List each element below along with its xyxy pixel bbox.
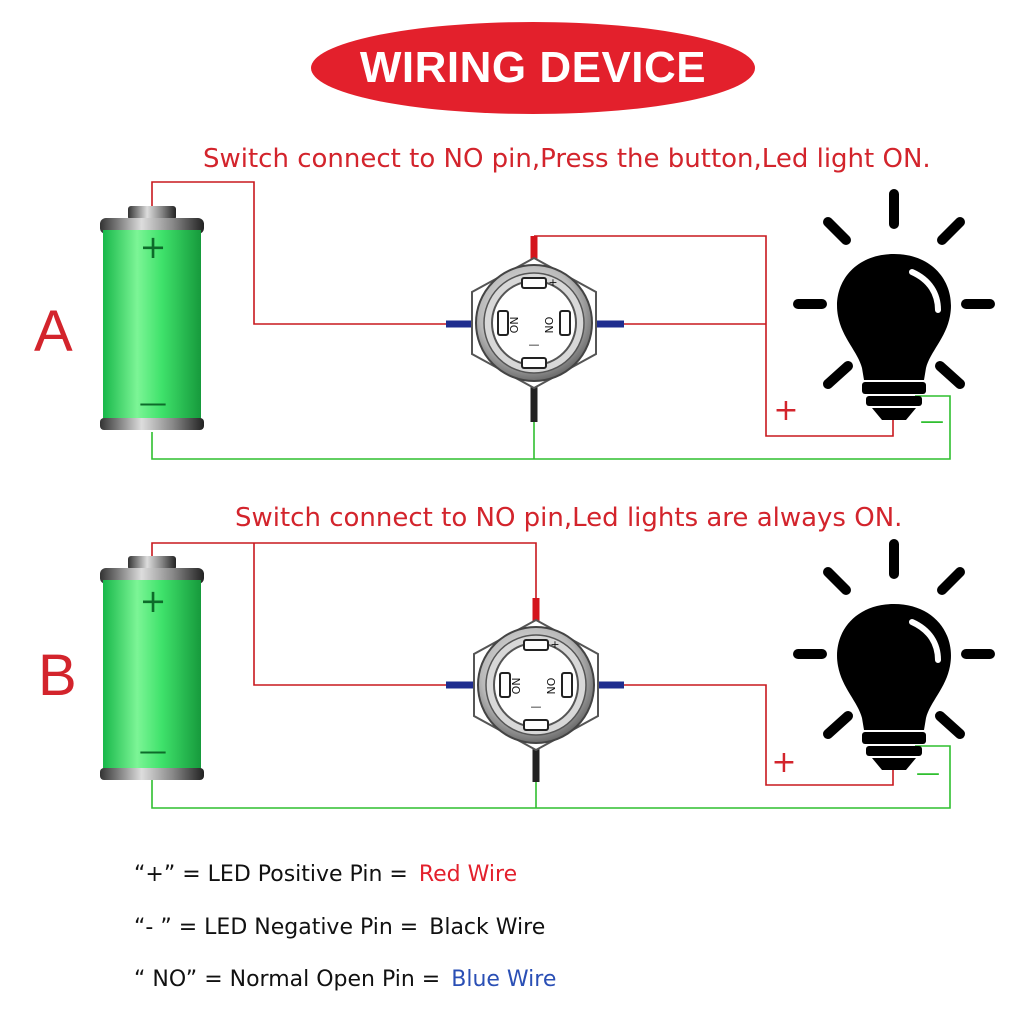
bulb-a-plus-mark: + [773, 393, 798, 428]
switch-a-icon [471, 257, 597, 389]
legend-negative-key: “- ” [134, 915, 172, 940]
switch-a-right-mark: NO [543, 316, 556, 333]
wire-battery-plus-a [151, 181, 446, 325]
diagram-b-caption: Switch connect to NO pin,Led lights are … [235, 503, 903, 533]
page-title: WIRING DEVICE [359, 43, 707, 92]
legend-positive-value: Red Wire [418, 862, 518, 887]
legend-no-value: Blue Wire [451, 967, 557, 992]
legend-positive-desc: = LED Positive Pin = [182, 862, 408, 887]
battery-b-minus-mark: — [139, 734, 167, 767]
switch-a-top-mark: + [548, 276, 557, 289]
battery-a-minus-mark: — [139, 386, 167, 419]
legend-negative: “- ” = LED Negative Pin = Black Wire [134, 915, 545, 940]
legend-positive-key: “+” [134, 862, 176, 887]
legend-negative-desc: = LED Negative Pin = [178, 915, 419, 940]
diagram-a-label: A [34, 299, 73, 364]
wire-battery-minus-a [151, 395, 951, 460]
wire-battery-plus-b [151, 542, 537, 598]
switch-b-left-mark: NO [509, 678, 522, 695]
wire-switch-out-b [624, 684, 894, 786]
diagram-b-label: B [38, 643, 77, 708]
battery-b-plus-mark: + [140, 582, 167, 620]
legend-positive: “+” = LED Positive Pin = Red Wire [134, 862, 517, 887]
legend-no: “ NO” = Normal Open Pin = Blue Wire [134, 967, 556, 992]
bulb-b-icon [798, 544, 990, 770]
switch-b-icon [473, 619, 599, 751]
bulb-a-icon [798, 194, 990, 420]
battery-a-plus-mark: + [140, 228, 167, 266]
diagram-a: + — + NO NO — + — [100, 181, 990, 460]
switch-a-bottom-mark: — [529, 338, 540, 351]
diagram-b: + — + NO NO — + — [100, 542, 990, 809]
legend-negative-value: Black Wire [429, 915, 546, 940]
switch-b-top-mark: + [550, 638, 559, 651]
wire-battery-minus-b [151, 745, 951, 809]
title-banner: WIRING DEVICE [311, 22, 755, 114]
wire-switch-plus-a [534, 235, 894, 437]
bulb-b-plus-mark: + [771, 745, 796, 780]
bulb-a-minus-mark: — [920, 407, 944, 435]
legend-no-key: “ NO” [134, 967, 198, 992]
switch-b-bottom-mark: — [531, 700, 542, 713]
legend-no-desc: = Normal Open Pin = [204, 967, 441, 992]
diagram-a-caption: Switch connect to NO pin,Press the butto… [203, 144, 931, 174]
bulb-b-minus-mark: — [916, 759, 940, 787]
switch-a-left-mark: NO [507, 317, 520, 334]
switch-b-right-mark: NO [545, 677, 558, 694]
wire-battery-branch-b [253, 543, 446, 686]
